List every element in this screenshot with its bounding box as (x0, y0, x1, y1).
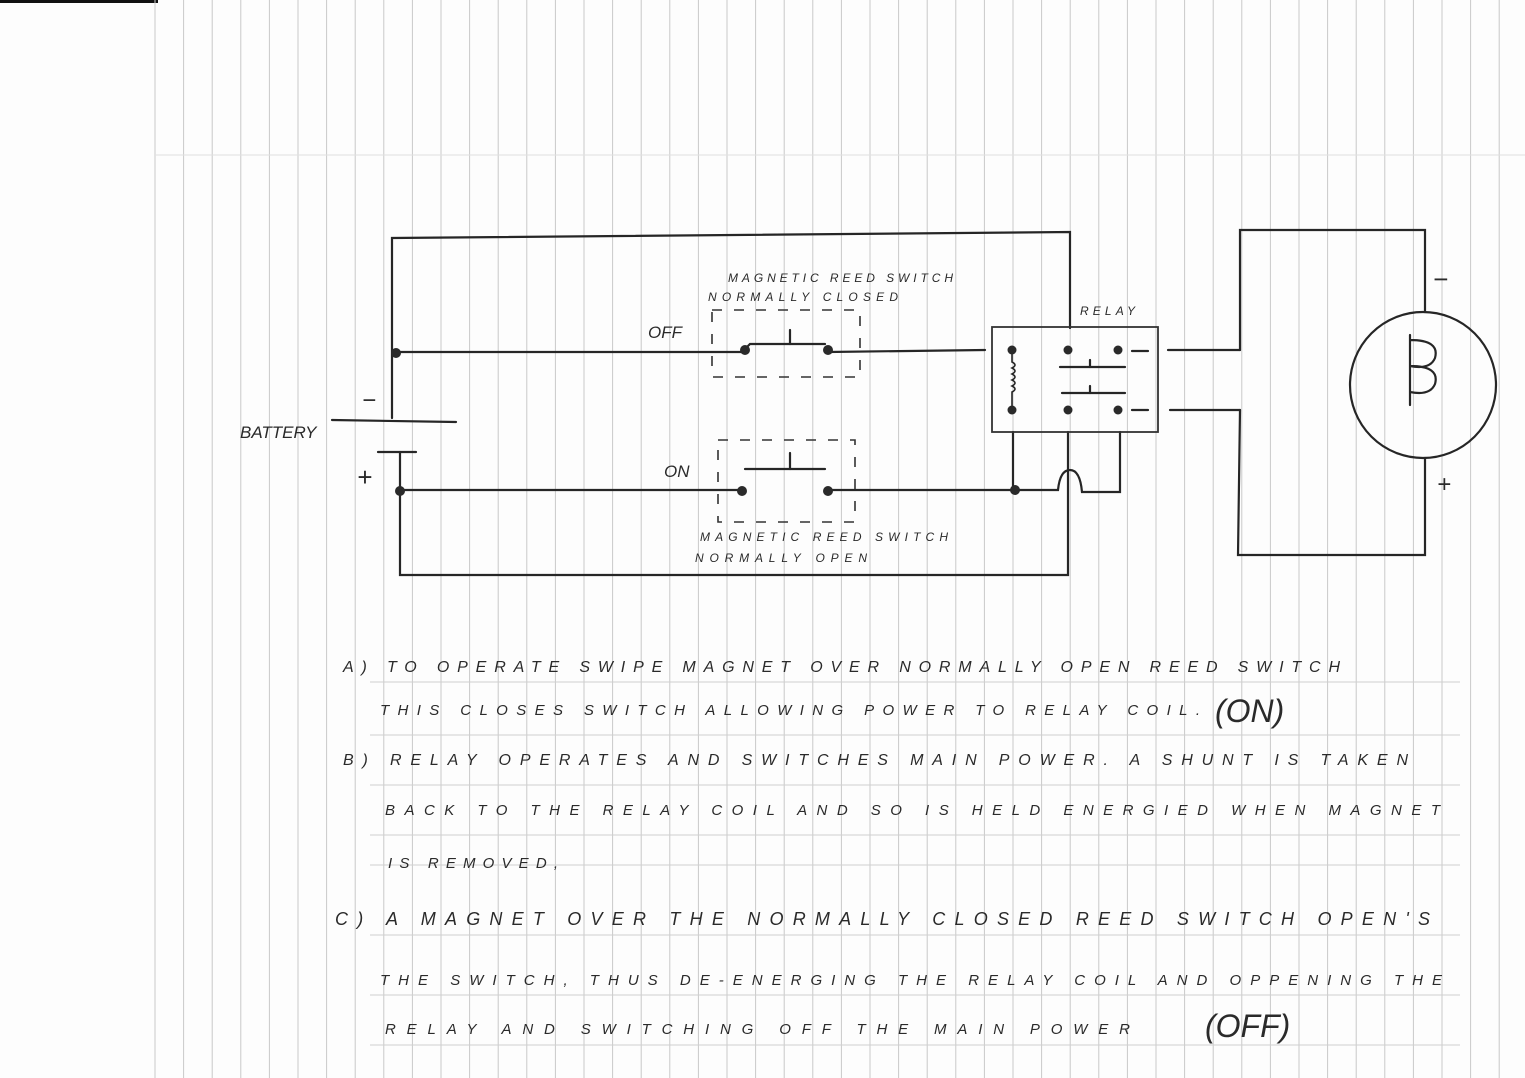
note-line: C) A MAGNET OVER THE NORMALLY CLOSED REE… (335, 909, 1430, 929)
lamp-icon (1348, 310, 1498, 460)
switch-contact (740, 345, 750, 355)
note-line: RELAY AND SWITCHING OFF THE MAIN POWER (385, 1021, 1130, 1038)
battery-symbol (330, 418, 458, 454)
off-state-label: (OFF) (1205, 1008, 1290, 1044)
on-state-label: (ON) (1215, 693, 1284, 729)
battery-plus-label: + (357, 462, 372, 492)
junction-node (391, 348, 401, 358)
on-label: ON (664, 462, 690, 481)
notes: A) TO OPERATE SWIPE MAGNET OVER NORMALLY… (335, 659, 1443, 1044)
off-label: OFF (648, 323, 684, 342)
junction-node (395, 486, 405, 496)
nc-reed-switch-box (711, 309, 861, 378)
lamp-minus-label: − (1433, 264, 1448, 294)
switch-contact (823, 345, 833, 355)
scan-edge-mark (0, 0, 158, 3)
no-switch-label-1: MAGNETIC REED SWITCH (700, 530, 948, 544)
note-line: BACK TO THE RELAY COIL AND SO IS HELD EN… (385, 802, 1442, 819)
graph-paper-grid (154, 0, 1525, 1078)
lamp-circuit (1166, 228, 1498, 557)
note-line: THE SWITCH, THUS DE-ENERGING THE RELAY C… (380, 972, 1443, 989)
battery-label: BATTERY (240, 423, 318, 442)
junction-node (1010, 485, 1020, 495)
no-reed-switch-box (717, 439, 856, 523)
wiring (390, 230, 1122, 577)
nc-switch-label-2: NORMALLY CLOSED (708, 290, 898, 304)
note-line: B) RELAY OPERATES AND SWITCHES MAIN POWE… (343, 752, 1408, 769)
relay-label: RELAY (1080, 304, 1136, 318)
switch-contact (737, 486, 747, 496)
relay-symbol (991, 326, 1159, 433)
nc-switch-label-1: MAGNETIC REED SWITCH (728, 271, 953, 285)
lamp-plus-label: + (1437, 471, 1451, 498)
note-line: THIS CLOSES SWITCH ALLOWING POWER TO REL… (380, 702, 1200, 719)
note-line: IS REMOVED, (388, 855, 558, 872)
switch-contact (823, 486, 833, 496)
battery-minus-label: − (362, 387, 376, 414)
